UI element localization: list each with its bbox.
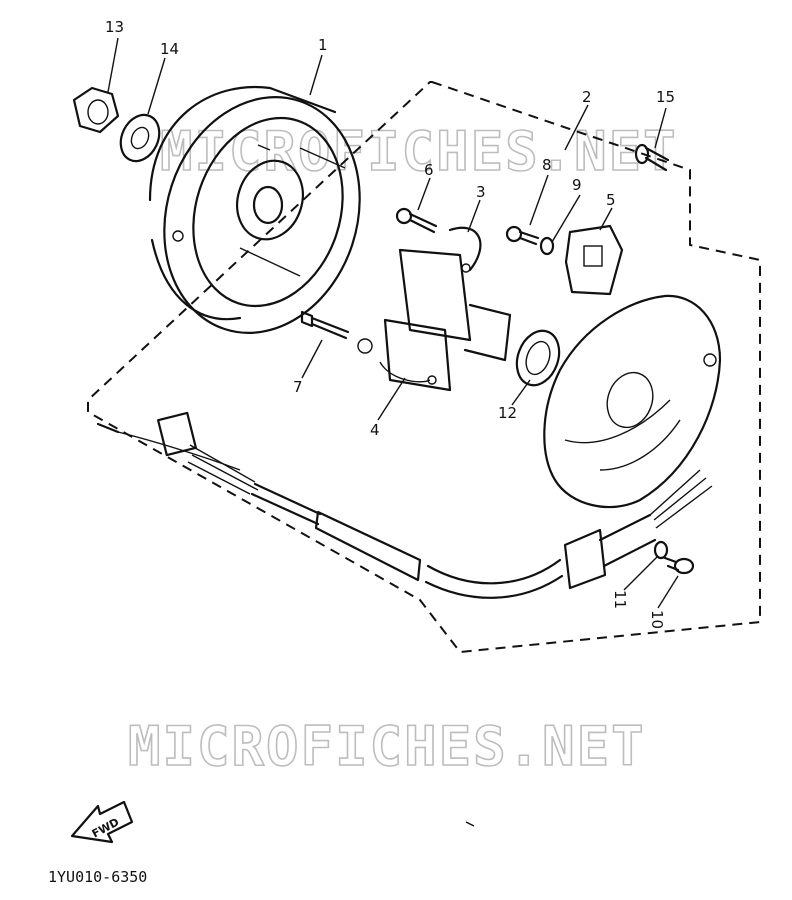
washer-9	[539, 236, 555, 256]
small-mark	[465, 821, 475, 827]
washer-11	[653, 540, 669, 560]
fwd-label: FWD	[90, 816, 122, 841]
callout-13: 13	[105, 18, 124, 36]
callout-6: 6	[424, 161, 434, 179]
leader-lines	[107, 37, 679, 609]
callout-5: 5	[606, 191, 616, 209]
watermark-bottom: MICROFICHES.NET	[128, 715, 646, 778]
callout-10: 10	[648, 610, 666, 629]
callout-3: 3	[476, 183, 486, 201]
screw-6	[395, 207, 438, 234]
callout-9: 9	[572, 176, 582, 194]
callout-7: 7	[293, 378, 303, 396]
coil-block	[357, 226, 512, 392]
watermark-top: MICROFICHES.NET	[160, 120, 678, 183]
washer	[119, 113, 161, 163]
callout-12: 12	[498, 404, 517, 422]
diagram-code: 1YU010-6350	[48, 868, 147, 886]
screw-10	[663, 556, 695, 575]
callout-8: 8	[542, 156, 552, 174]
lighting-coil	[564, 224, 624, 296]
nut	[72, 86, 120, 134]
screw-8	[505, 225, 540, 246]
stator-base-plate	[543, 294, 722, 509]
screw-7	[300, 310, 350, 340]
flywheel-rotor	[148, 85, 361, 334]
callout-14: 14	[160, 40, 179, 58]
screw-15	[634, 143, 670, 172]
wire-harness	[96, 411, 713, 599]
oil-seal	[515, 329, 561, 387]
callout-11: 11	[611, 590, 629, 609]
fwd-arrow-icon: FWD	[70, 800, 134, 844]
callout-15: 15	[656, 88, 675, 106]
callout-2: 2	[582, 88, 592, 106]
callout-4: 4	[370, 421, 380, 439]
callouts: 13 14 1 2 15 6 3 8 9 5 7 4 12 11 10	[105, 18, 675, 629]
callout-1: 1	[318, 36, 328, 54]
